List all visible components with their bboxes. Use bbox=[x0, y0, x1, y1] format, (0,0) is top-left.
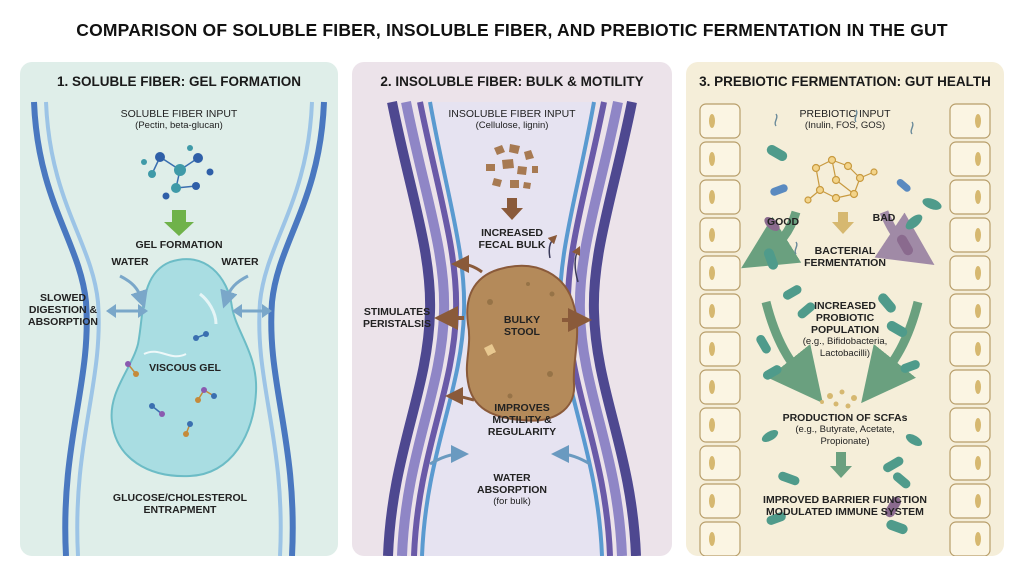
bulky-stool-label: BULKY STOOL bbox=[482, 314, 562, 338]
down-arrow-outcome bbox=[830, 452, 852, 478]
insoluble-input-title: INSOLUBLE FIBER INPUT bbox=[448, 108, 576, 120]
prebiotic-input-label: PREBIOTIC INPUT (Inulin, FOS, GOS) bbox=[765, 108, 925, 132]
scfa-examples1: (e.g., Butyrate, Acetate, bbox=[795, 424, 895, 435]
water-absorption-note: (for bulk) bbox=[493, 496, 531, 507]
scfa-title: PRODUCTION OF SCFAs bbox=[782, 412, 908, 424]
slowed-line1: SLOWED bbox=[39, 292, 87, 304]
curve-arrow-bottom bbox=[445, 387, 475, 406]
panel3-title: 3. PREBIOTIC FERMENTATION: GUT HEALTH bbox=[699, 74, 991, 89]
soluble-input-examples: (Pectin, beta-glucan) bbox=[135, 120, 223, 131]
panel-soluble-fiber: 1. SOLUBLE FIBER: GEL FORMATION SOLUBLE … bbox=[20, 62, 338, 556]
panel2-title: 2. INSOLUBLE FIBER: BULK & MOTILITY bbox=[380, 74, 644, 89]
water-arrow-right bbox=[220, 274, 249, 309]
diagram-title: COMPARISON OF SOLUBLE FIBER, INSOLUBLE F… bbox=[76, 20, 948, 40]
motility-line2: MOTILITY & bbox=[492, 414, 552, 426]
prebiotic-illustration bbox=[699, 103, 991, 556]
scfa-molecules bbox=[820, 389, 857, 409]
population-examples1: (e.g., Bifidobacteria, bbox=[802, 336, 888, 347]
fermentation-label: BACTERIAL FERMENTATION bbox=[785, 245, 905, 269]
water-absorption-label: WATER ABSORPTION (for bulk) bbox=[462, 472, 562, 508]
water-absorption-line1: WATER bbox=[493, 472, 531, 484]
peristalsis-line1: STIMULATES bbox=[363, 306, 431, 318]
outcome-line1: IMPROVED BARRIER FUNCTION bbox=[763, 494, 927, 506]
entrapped-molecules bbox=[125, 331, 217, 437]
down-arrow-fermentation bbox=[832, 212, 854, 234]
peristalsis-label: STIMULATES PERISTALSIS bbox=[354, 306, 440, 330]
good-bacteria bbox=[756, 145, 942, 535]
scfa-label: PRODUCTION OF SCFAs (e.g., Butyrate, Ace… bbox=[765, 412, 925, 448]
epithelial-cells-left bbox=[699, 103, 741, 556]
prebiotic-molecule-network bbox=[804, 155, 878, 204]
slowed-line3: ABSORPTION bbox=[27, 316, 98, 328]
panel-insoluble-fiber: 2. INSOLUBLE FIBER: BULK & MOTILITY INSO… bbox=[352, 62, 672, 556]
viscous-gel-label: VISCOUS GEL bbox=[149, 362, 221, 374]
gel-formation-label: GEL FORMATION bbox=[135, 239, 223, 251]
down-arrow-gel bbox=[164, 210, 194, 236]
water-label-left: WATER bbox=[111, 256, 149, 268]
water-label-right: WATER bbox=[221, 256, 259, 268]
population-line3: POPULATION bbox=[810, 324, 880, 336]
prebiotic-input-title: PREBIOTIC INPUT bbox=[799, 108, 891, 120]
water-arrow-left bbox=[119, 274, 148, 309]
outcome-label: IMPROVED BARRIER FUNCTION MODULATED IMMU… bbox=[745, 494, 945, 518]
double-arrow-left bbox=[106, 304, 148, 318]
bulky-stool-line1: BULKY bbox=[503, 314, 541, 326]
slowed-line2: DIGESTION & bbox=[28, 304, 98, 316]
outcome-line2: MODULATED IMMUNE SYSTEM bbox=[766, 506, 924, 518]
down-arrow-bulk bbox=[501, 198, 523, 220]
fecal-bulk-line2: FECAL BULK bbox=[478, 239, 546, 251]
population-line2: PROBIOTIC bbox=[815, 312, 875, 324]
probiotic-population-label: INCREASED PROBIOTIC POPULATION (e.g., Bi… bbox=[780, 300, 910, 360]
bad-bacteria bbox=[764, 217, 913, 518]
epithelial-cells-right bbox=[949, 103, 991, 556]
prebiotic-input-examples: (Inulin, FOS, GOS) bbox=[804, 120, 886, 131]
water-arrow-right bbox=[551, 445, 591, 466]
double-arrow-right bbox=[232, 304, 272, 318]
soluble-molecule-cluster bbox=[141, 145, 214, 200]
bulky-stool-line2: STOOL bbox=[504, 326, 540, 338]
entrapment-line2: ENTRAPMENT bbox=[143, 504, 217, 516]
scfa-examples2: Propionate) bbox=[820, 436, 870, 447]
panel-prebiotic-fermentation: 3. PREBIOTIC FERMENTATION: GUT HEALTH PR… bbox=[686, 62, 1004, 556]
population-line1: INCREASED bbox=[814, 300, 876, 312]
bulky-stool bbox=[465, 264, 579, 422]
panel1-title: 1. SOLUBLE FIBER: GEL FORMATION bbox=[56, 74, 301, 89]
motility-label: IMPROVES MOTILITY & REGULARITY bbox=[472, 402, 572, 438]
fermentation-line2: FERMENTATION bbox=[804, 257, 886, 269]
entrapment-label: GLUCOSE/CHOLESTEROL ENTRAPMENT bbox=[90, 492, 270, 516]
fecal-bulk-line1: INCREASED bbox=[481, 227, 543, 239]
insoluble-fragments bbox=[486, 144, 538, 189]
insoluble-fiber-illustration bbox=[383, 101, 641, 556]
peristalsis-line2: PERISTALSIS bbox=[362, 318, 432, 330]
motility-line3: REGULARITY bbox=[487, 426, 557, 438]
scfa-arrow-left bbox=[761, 300, 823, 404]
gut-wall-left bbox=[31, 101, 90, 556]
entrapment-line1: GLUCOSE/CHOLESTEROL bbox=[112, 492, 248, 504]
fermentation-line1: BACTERIAL bbox=[814, 245, 876, 257]
insoluble-input-examples: (Cellulose, lignin) bbox=[475, 120, 549, 131]
curve-arrow-top bbox=[451, 255, 483, 274]
good-label: GOOD bbox=[766, 216, 800, 228]
soluble-input-label: SOLUBLE FIBER INPUT (Pectin, beta-glucan… bbox=[79, 108, 279, 132]
water-absorption-line2: ABSORPTION bbox=[476, 484, 547, 496]
gut-wall-right bbox=[268, 101, 327, 556]
fecal-bulk-label: INCREASED FECAL BULK bbox=[462, 227, 562, 251]
soluble-input-title: SOLUBLE FIBER INPUT bbox=[120, 108, 238, 120]
slowed-digestion-label: SLOWED DIGESTION & ABSORPTION bbox=[20, 292, 106, 328]
soluble-fiber-illustration bbox=[31, 101, 327, 556]
population-examples2: Lactobacilli) bbox=[819, 348, 871, 359]
bad-label: BAD bbox=[872, 212, 896, 224]
scfa-arrow-right bbox=[861, 300, 923, 404]
muscular-wall-left bbox=[383, 101, 436, 556]
insoluble-input-label: INSOLUBLE FIBER INPUT (Cellulose, lignin… bbox=[412, 108, 612, 132]
water-arrow-left bbox=[429, 445, 469, 466]
motility-line1: IMPROVES bbox=[494, 402, 550, 414]
muscular-wall-right bbox=[588, 101, 641, 556]
